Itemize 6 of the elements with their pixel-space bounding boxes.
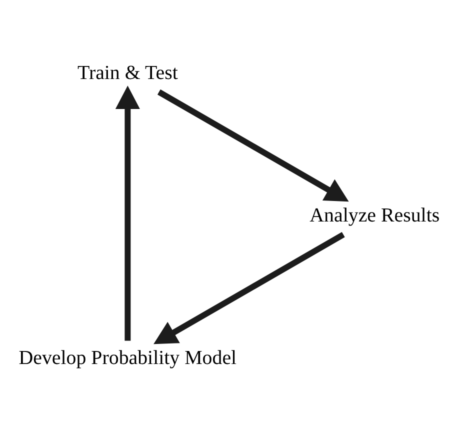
node-text: Develop Probability Model xyxy=(18,347,237,370)
arrow xyxy=(154,232,345,344)
arrow xyxy=(157,89,349,202)
arrow xyxy=(115,86,140,341)
node-text: Analyze Results xyxy=(310,204,440,226)
node-text: Train & Test xyxy=(77,62,178,84)
